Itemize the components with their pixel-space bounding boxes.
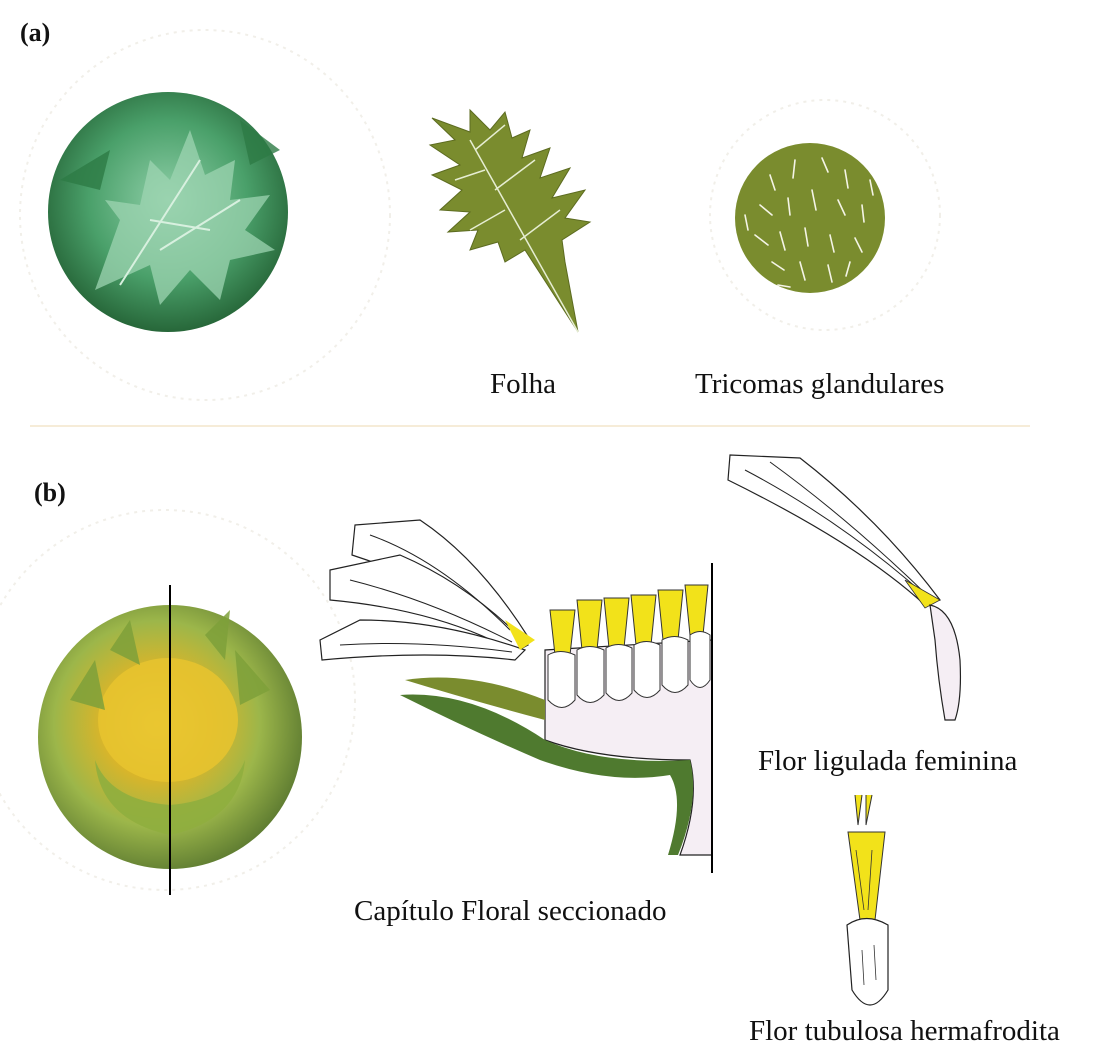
caption-tubular-floret: Flor tubulosa hermafrodita xyxy=(749,1015,1060,1048)
ligulate-floret-illustration xyxy=(728,455,960,720)
caption-ligulate-floret: Flor ligulada feminina xyxy=(758,745,1017,778)
panel-divider xyxy=(30,425,1030,427)
panel-label-a: (a) xyxy=(20,18,50,48)
caption-trichomes: Tricomas glandulares xyxy=(695,368,944,401)
caption-leaf: Folha xyxy=(490,368,556,401)
leaf-illustration xyxy=(430,110,590,332)
trichome-illustration xyxy=(735,143,885,293)
sectioned-capitulum-illustration xyxy=(320,520,712,855)
tubular-floret-illustration xyxy=(847,795,888,1005)
leaf-photo xyxy=(48,92,288,332)
panel-label-b: (b) xyxy=(34,478,66,508)
caption-sectioned-capitulum: Capítulo Floral seccionado xyxy=(354,895,667,928)
